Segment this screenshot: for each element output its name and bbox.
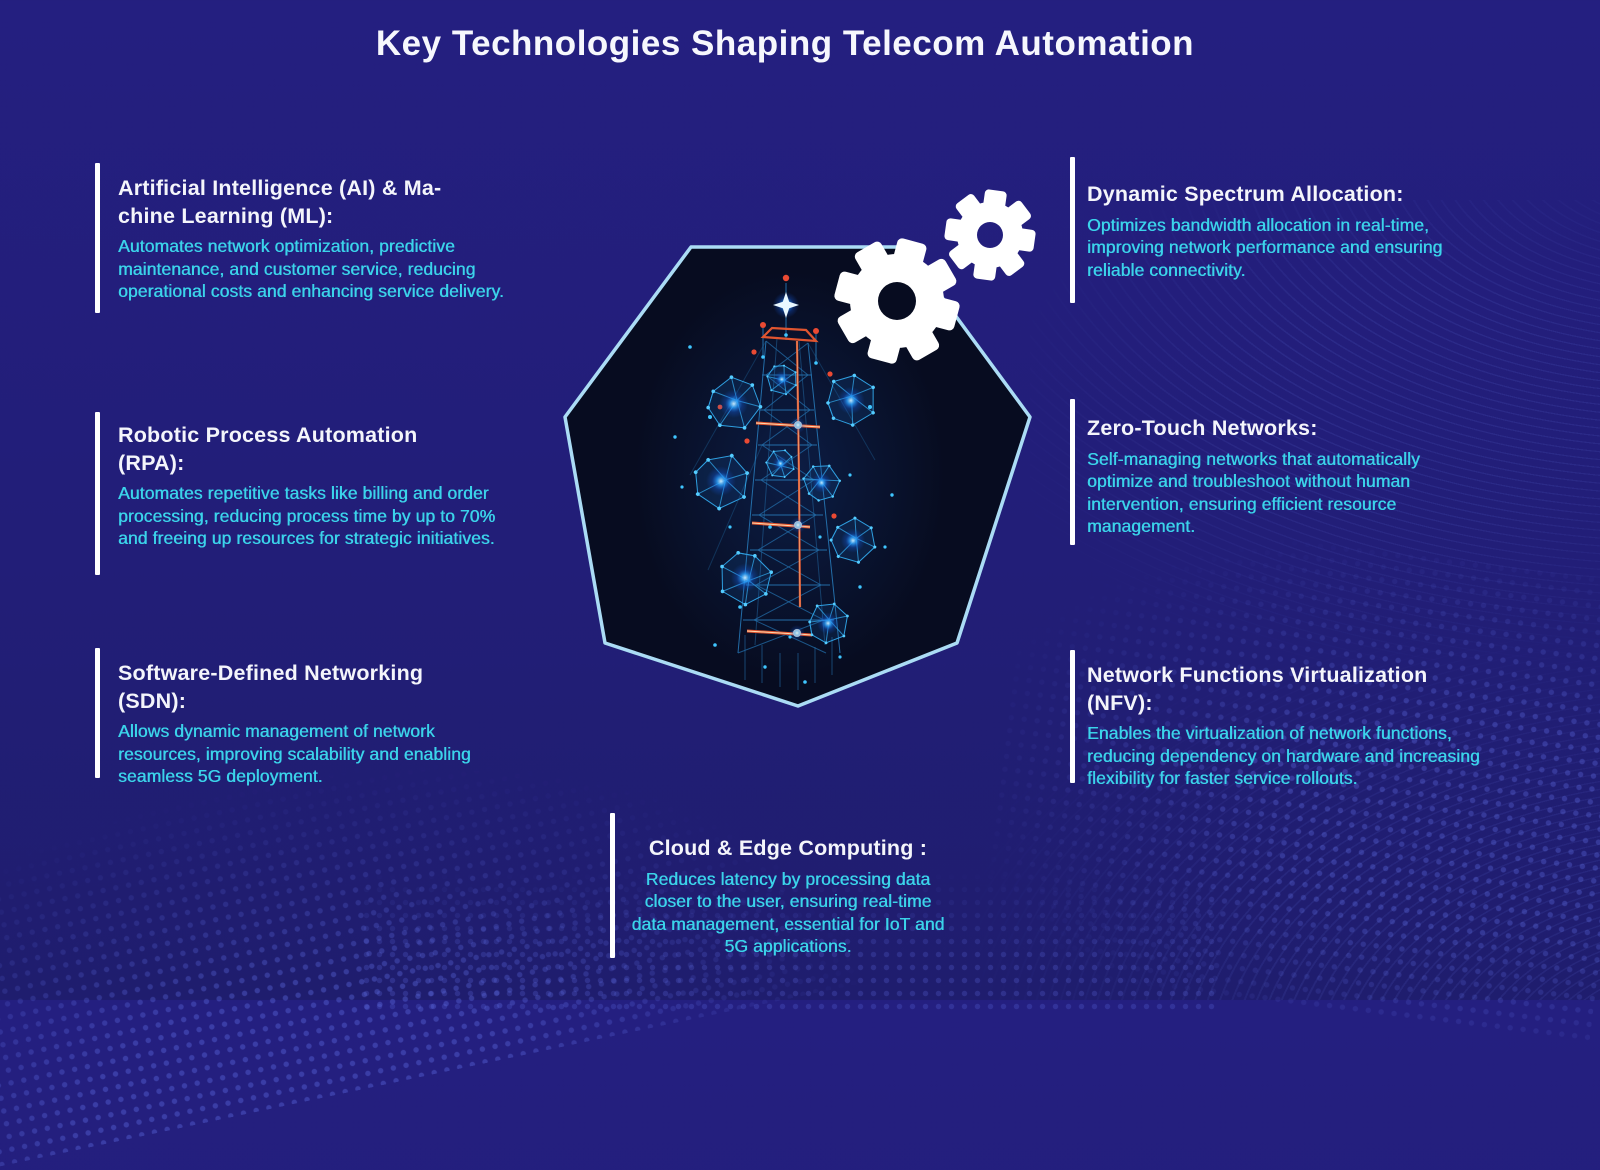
section-body: Optimizes bandwidth allocation in real-t… <box>1087 214 1443 280</box>
gear-icon-small <box>944 189 1036 281</box>
section-heading: Robotic Process Automation (RPA): <box>118 423 418 475</box>
section-body: Automates network optimization, predicti… <box>118 236 504 302</box>
page-title: Key Technologies Shaping Telecom Automat… <box>375 24 1195 63</box>
section-body: Reduces latency by processing data close… <box>631 868 945 957</box>
section-heading: Dynamic Spectrum Allocation: <box>1087 182 1404 206</box>
section-nfv: Network Functions Virtualization (NFV): … <box>1070 650 1487 790</box>
section-body: Self-managing networks that automaticall… <box>1087 448 1420 537</box>
section-body: Automates repetitive tasks like billing … <box>118 483 496 549</box>
section-heading: Network Functions Virtualization (NFV): <box>1087 663 1428 715</box>
section-zero-touch: Zero-Touch Networks: Self-managing netwo… <box>1070 399 1487 545</box>
section-heading: Zero-Touch Networks: <box>1087 416 1318 440</box>
section-ai-ml: Artificial Intelligence (AI) & Ma- chine… <box>95 163 510 313</box>
accent-bar <box>1070 650 1075 783</box>
accent-bar <box>95 412 100 575</box>
accent-bar <box>1070 157 1075 303</box>
telecom-tower-icon <box>635 270 945 690</box>
section-heading: Cloud & Edge Computing : <box>648 836 928 860</box>
section-body: Allows dynamic management of network res… <box>118 721 471 787</box>
accent-bar <box>95 648 100 778</box>
center-graphic <box>563 189 1036 708</box>
section-heading: Artificial Intelligence (AI) & Ma- chine… <box>118 176 442 228</box>
section-dynamic-spectrum: Dynamic Spectrum Allocation: Optimizes b… <box>1070 157 1487 303</box>
gear-icon-large <box>834 238 960 364</box>
section-heading: Software-Defined Networking (SDN): <box>118 661 424 713</box>
accent-bar <box>95 163 100 313</box>
accent-bar <box>610 813 615 958</box>
section-sdn: Software-Defined Networking (SDN): Allow… <box>95 648 510 788</box>
section-rpa: Robotic Process Automation (RPA): Automa… <box>95 412 510 575</box>
section-body: Enables the virtualization of network fu… <box>1087 723 1480 789</box>
accent-bar <box>1070 399 1075 545</box>
section-cloud-edge: Cloud & Edge Computing : Reduces latency… <box>610 813 949 958</box>
